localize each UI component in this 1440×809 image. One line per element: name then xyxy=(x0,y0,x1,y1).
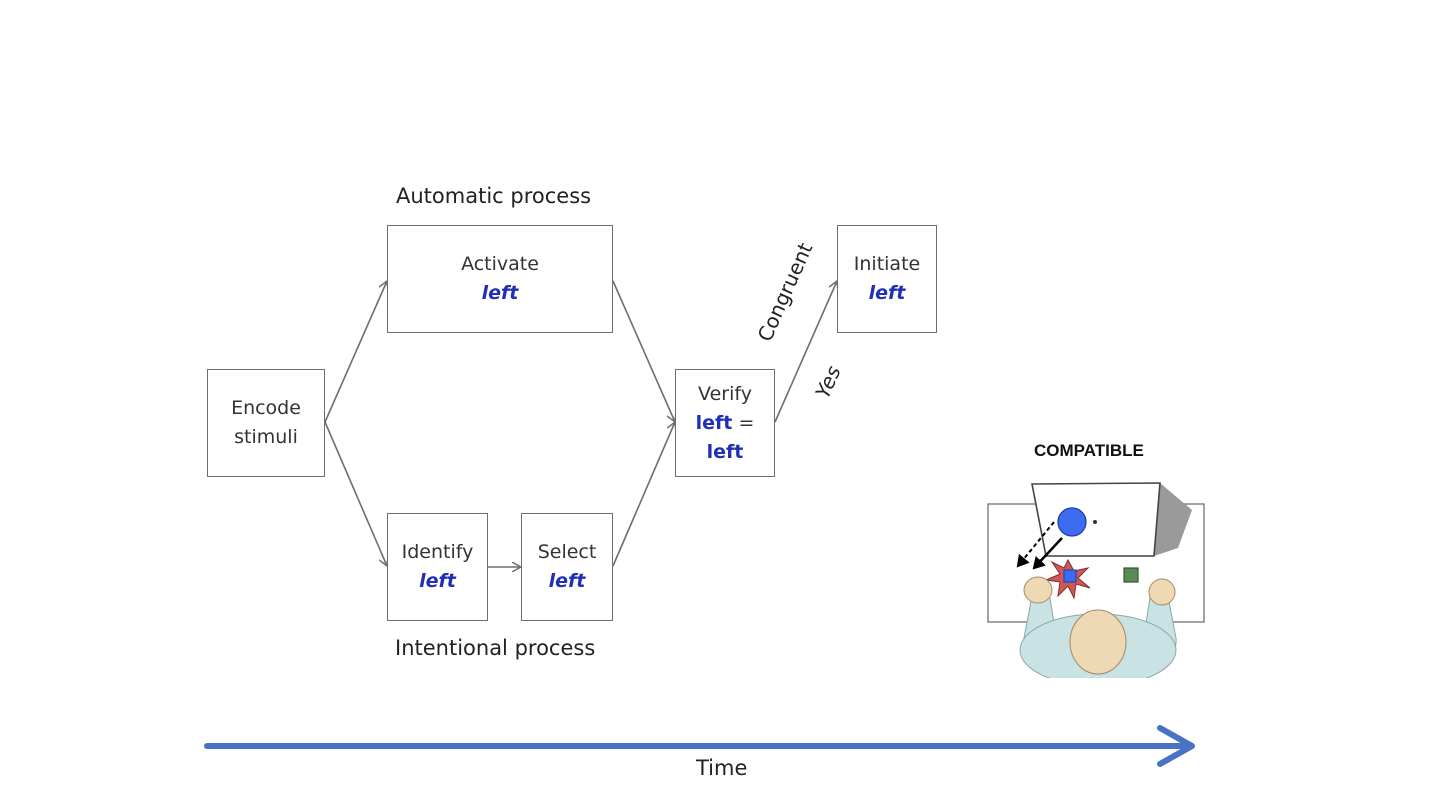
initiate-title: Initiate xyxy=(853,253,921,275)
select-value: left xyxy=(548,570,586,592)
select-box: Select left xyxy=(521,513,613,621)
select-title: Select xyxy=(537,541,597,563)
arrow-encode-to-identify xyxy=(324,421,387,566)
verify-line2: left = xyxy=(696,409,755,438)
automatic-process-label: Automatic process xyxy=(396,184,592,208)
compatible-arrow-solid xyxy=(1032,537,1063,570)
left-key-shape xyxy=(1063,569,1077,583)
screen-shadow-shape xyxy=(1154,483,1192,556)
right-hand-shape xyxy=(1148,578,1176,606)
identify-value: left xyxy=(419,570,456,592)
arrow-encode-to-activate xyxy=(324,281,387,423)
verify-box: Verify left = left xyxy=(675,369,775,477)
identify-box: Identify left xyxy=(387,513,488,621)
encode-line1: Encode xyxy=(231,397,301,419)
activate-title: Activate xyxy=(461,253,539,275)
arrow-verify-to-initiate xyxy=(774,281,837,423)
intentional-process-label: Intentional process xyxy=(395,636,596,660)
stimulus-dot xyxy=(1057,507,1087,537)
verify-value1: left xyxy=(695,411,733,434)
compatible-illustration xyxy=(987,482,1205,678)
fixation-dot xyxy=(1093,520,1097,524)
screen-shape xyxy=(1031,482,1161,557)
verify-equals: = xyxy=(738,411,755,434)
encode-line2: stimuli xyxy=(234,426,298,448)
initiate-value: left xyxy=(868,282,906,304)
head-shape xyxy=(1069,609,1127,675)
right-key-shape xyxy=(1123,567,1139,583)
time-label: Time xyxy=(696,756,748,780)
encode-box: Encode stimuli xyxy=(207,369,325,477)
activate-box: Activate left xyxy=(387,225,613,333)
initiate-box: Initiate left xyxy=(837,225,937,333)
arrow-select-to-verify xyxy=(612,422,675,567)
compatible-label: COMPATIBLE xyxy=(1034,441,1144,460)
identify-title: Identify xyxy=(401,541,474,563)
left-hand-shape xyxy=(1023,576,1053,604)
arrow-activate-to-verify xyxy=(612,280,675,422)
verify-title: Verify xyxy=(698,382,752,405)
compatible-arrow-dashed xyxy=(1016,521,1055,568)
activate-value: left xyxy=(481,282,519,304)
verify-value2: left xyxy=(706,440,744,463)
